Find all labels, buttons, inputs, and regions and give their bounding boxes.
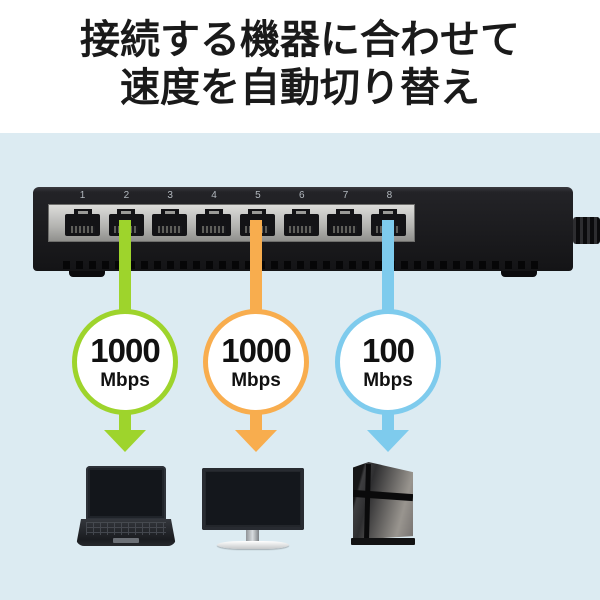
laptop-keys [86,522,166,535]
port-number-7: 7 [342,190,349,201]
title-line-1: 接続する機器に合わせて [80,18,520,62]
port-pins [332,226,357,233]
speed-unit: Mbps [363,370,413,391]
port-pins [70,226,95,233]
laptop-display [90,470,162,516]
rj45-port-strip [48,204,415,242]
port-number-1: 1 [79,190,86,201]
speed-badge-green: 1000 Mbps [72,309,178,415]
vent-slots [63,261,543,269]
laptop-illustration [76,466,176,550]
speed-value: 100 [361,332,415,369]
rj45-port-4 [194,207,233,239]
laptop-touchpad [113,538,139,543]
port-pins [157,226,182,233]
down-arrow-icon [367,430,409,452]
down-arrow-icon [235,430,277,452]
switch-foot [501,271,537,277]
green-cable-line [119,220,131,311]
monitor-stand-neck [246,530,259,543]
title-line-2: 速度を自動切り替え [120,66,480,110]
speed-value: 1000 [221,332,291,369]
page-title: 接続する機器に合わせて 速度を自動切り替え [0,16,600,112]
console-band [353,489,413,502]
blue-cable-line [382,220,394,311]
port-pins [289,226,314,233]
port-number-5: 5 [255,190,261,201]
orange-cable-line [250,220,262,311]
blue-arrow-stem [382,413,394,430]
monitor-display [206,472,300,525]
console-body [353,462,413,540]
rj45-port-1 [63,207,102,239]
port-number-3: 3 [167,190,173,201]
rj45-port-6 [282,207,321,239]
port-number-labels: 1 2 3 4 5 6 7 8 [48,190,415,202]
port-number-6: 6 [298,190,305,201]
monitor-stand-base [217,541,289,549]
port-number-4: 4 [211,190,217,201]
rj45-port-3 [150,207,189,239]
port-pins [201,226,226,233]
port-number-8: 8 [386,190,393,201]
speed-unit: Mbps [231,370,281,391]
green-arrow-stem [119,413,131,430]
down-arrow-icon [104,430,146,452]
orange-arrow-stem [250,413,262,430]
speed-value: 1000 [90,332,160,369]
game-console-illustration [351,461,415,546]
switch-foot [69,271,105,277]
power-cable [573,217,600,244]
desktop-monitor-illustration [202,468,304,550]
port-number-2: 2 [123,190,130,201]
console-stand [351,538,415,545]
console-groove [364,463,371,540]
rj45-port-7 [325,207,364,239]
speed-unit: Mbps [100,370,150,391]
speed-badge-orange: 1000 Mbps [203,309,309,415]
speed-badge-blue: 100 Mbps [335,309,441,415]
network-switch: 1 2 3 4 5 6 7 8 [33,187,573,277]
